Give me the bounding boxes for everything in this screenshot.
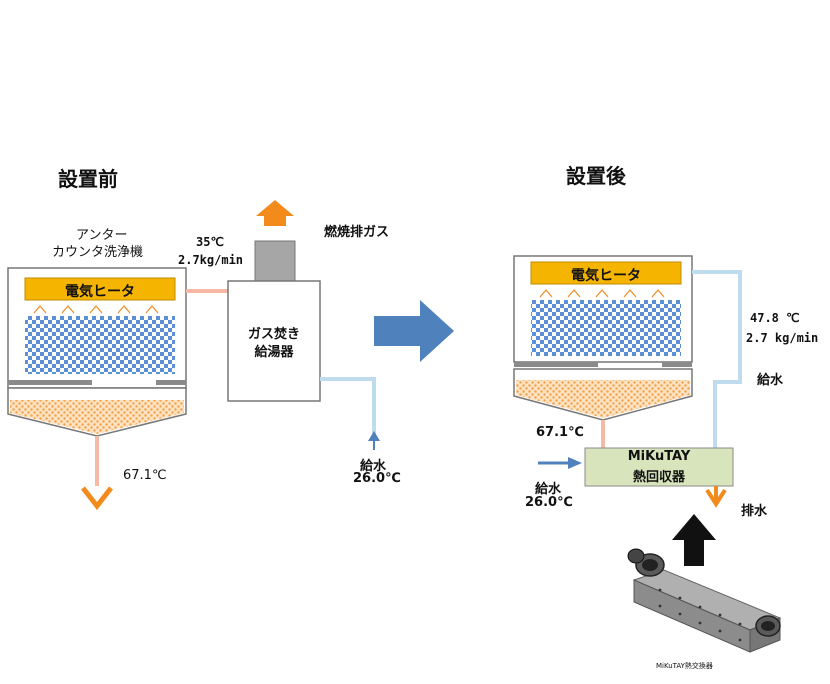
after-hot-water-temp: 47.8 ℃ — [750, 311, 800, 325]
transition-arrow — [374, 300, 454, 362]
recovery-label-1: MiKuTAY — [627, 449, 691, 464]
product-up-arrow — [672, 514, 716, 566]
after-supply-label: 給水 — [535, 482, 562, 497]
before-flue — [254, 240, 296, 282]
before-hot-water-flow: 2.7kg/min — [178, 253, 244, 267]
recovery-label-2: 熱回収器 — [632, 470, 685, 485]
after-discharge-arrow — [705, 488, 727, 508]
after-title: 設置後 — [566, 164, 626, 188]
gas-heater-label-1: ガス焚き — [247, 327, 300, 342]
after-preheat-pipe — [692, 270, 742, 448]
before-cold-pipe — [320, 377, 376, 440]
after-heater-label: 電気ヒータ — [571, 268, 641, 284]
before-heater-label: 電気ヒータ — [65, 284, 135, 300]
after-hot-water-flow: 2.7 kg/min — [746, 331, 819, 345]
before-supply-arrow — [368, 431, 380, 441]
exhaust-arrow — [256, 200, 294, 226]
after-supply-temp: 26.0℃ — [525, 495, 573, 510]
before-drain-temp: 67.1℃ — [123, 468, 167, 483]
after-supply-arrow — [568, 457, 582, 469]
before-washer-label-1: アンター — [76, 228, 128, 243]
gas-heater-label-2: 給湯器 — [254, 345, 294, 360]
after-drain-temp: 67.1℃ — [536, 425, 584, 440]
product-caption: MiKuTAY熱交換器 — [656, 662, 713, 670]
before-washer — [7, 267, 187, 437]
after-washer — [513, 255, 693, 421]
before-title: 設置前 — [58, 167, 118, 191]
after-heater-bar — [530, 261, 682, 285]
gas-heater-box — [227, 280, 321, 402]
before-supply-temp: 26.0℃ — [353, 471, 401, 486]
after-supply-label-right: 給水 — [757, 373, 784, 388]
heat-exchanger-image — [627, 548, 782, 653]
before-washer-label-2: カウンタ洗浄機 — [52, 245, 144, 260]
exhaust-label: 燃焼排ガス — [324, 225, 390, 240]
before-heater-bar — [24, 277, 176, 301]
before-drain-arrow — [81, 486, 113, 511]
recovery-box — [584, 447, 734, 487]
after-heat-waves — [539, 289, 665, 298]
after-discharge-label: 排水 — [741, 504, 768, 519]
before-hot-water-temp: 35℃ — [196, 235, 224, 249]
before-dish-rack — [25, 316, 175, 374]
before-supply-label: 給水 — [360, 459, 387, 474]
after-dish-rack — [531, 300, 681, 356]
before-heat-waves — [33, 305, 159, 314]
